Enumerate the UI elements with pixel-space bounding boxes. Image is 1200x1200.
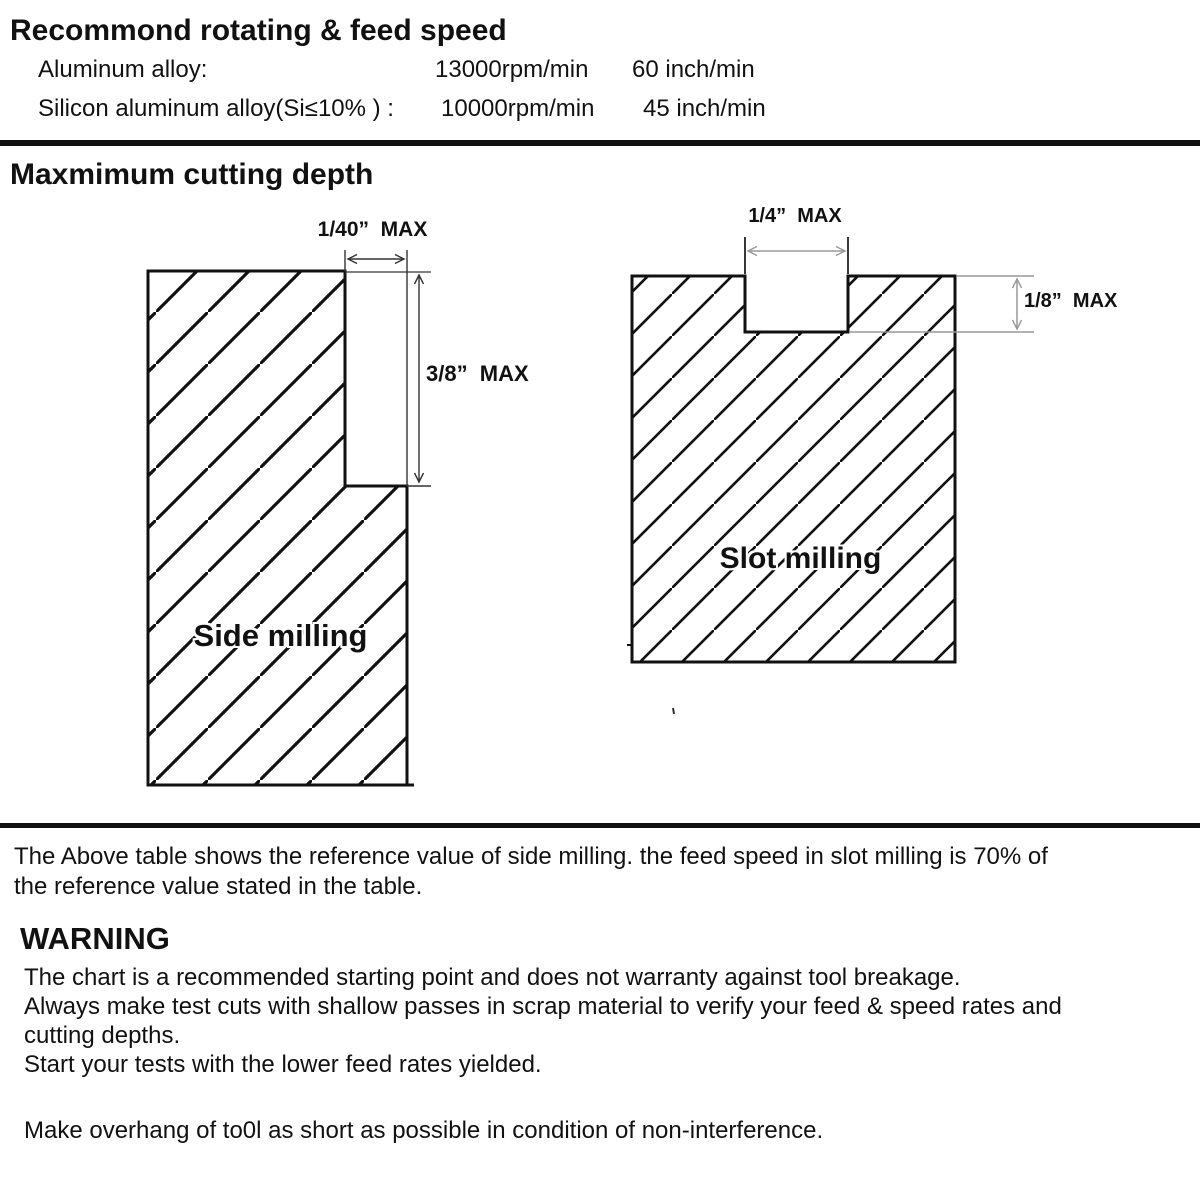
warning-line: Always make test cuts with shallow passe… — [24, 993, 1062, 1020]
overhang-note: Make overhang of to0l as short as possib… — [24, 1117, 824, 1144]
depth-section-title: Maxmimum cutting depth — [10, 158, 374, 191]
warning-line: cutting depths. — [24, 1022, 181, 1049]
warning-line: The chart is a recommended starting poin… — [24, 964, 961, 991]
speed-row-rpm: 10000rpm/min — [441, 95, 595, 122]
slot-milling-label: Slot milling — [719, 542, 882, 575]
warning-title: WARNING — [20, 921, 170, 956]
side-width-max-label: 1/40” MAX — [317, 218, 428, 241]
speed-row-label: Aluminum alloy: — [38, 56, 208, 83]
speed-row-label: Silicon aluminum alloy(Si≤10% ) : — [38, 95, 394, 122]
side-depth-max-label: 3/8” MAX — [426, 361, 529, 386]
speed-row-feed: 45 inch/min — [643, 95, 766, 122]
side-milling-label: Side milling — [193, 618, 368, 653]
stray-mark — [672, 707, 675, 715]
side-milling-shape — [146, 250, 431, 787]
warning-line: Start your tests with the lower feed rat… — [24, 1051, 542, 1078]
reference-note-line: the reference value stated in the table. — [14, 873, 423, 900]
speed-row-rpm: 13000rpm/min — [435, 56, 589, 83]
slot-width-max-label: 1/4” MAX — [748, 205, 842, 227]
reference-note-line: The Above table shows the reference valu… — [14, 843, 1048, 870]
speed-row-feed: 60 inch/min — [632, 56, 755, 83]
section-divider-bottom — [0, 823, 1200, 828]
slot-milling-shape — [627, 237, 1034, 715]
section-divider-top — [0, 140, 1200, 146]
slot-depth-max-label: 1/8” MAX — [1024, 290, 1118, 312]
speed-section-title: Recommond rotating & feed speed — [10, 14, 507, 47]
